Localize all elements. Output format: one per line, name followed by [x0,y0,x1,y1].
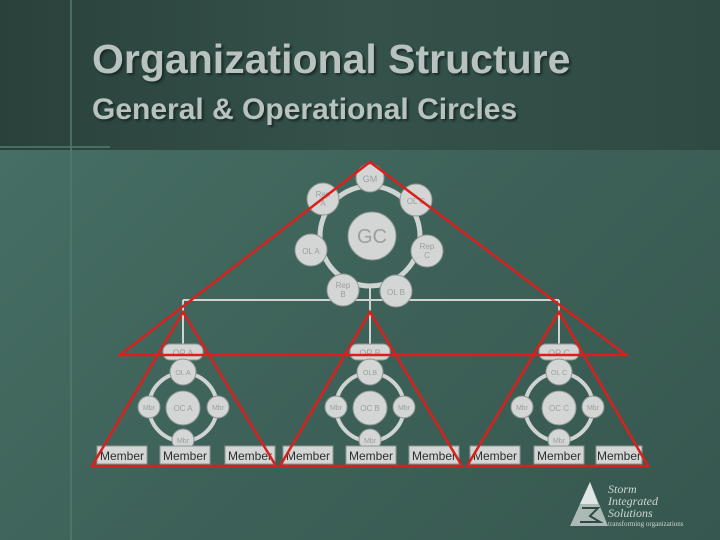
member-label: Member [286,449,330,463]
ol-a-node-label: OL A [175,370,191,377]
member-box [96,445,148,465]
op-b-header-label: OP B [359,348,380,358]
oc-a-node [165,390,201,426]
member-label: Member [412,449,456,463]
decorative-horizontal-line [0,146,110,148]
ol-a-top-node: OL A [294,233,328,267]
mbr-c-bottom-label: Mbr [553,438,566,445]
mbr-b-left-label: Mbr [330,405,343,412]
member-label: Member [163,449,207,463]
logo-line-1: Storm [608,482,637,496]
mbr-c-left-node [510,395,534,419]
operational-circle-c: OP C OL C Mbr OC C Mbr Mbr Member Member… [469,343,643,465]
ol-a-node [169,358,197,386]
mbr-a-left-node [137,395,161,419]
logo-tagline: transforming organizations [608,520,684,528]
ol-a-top-node-label: OL A [302,247,320,256]
rep-a-node-label-1: Rep [316,190,331,199]
mbr-a-bottom-label: Mbr [177,438,190,445]
logo-line-2: Integrated [608,494,658,508]
member-box [224,445,276,465]
op-b-triangle [277,309,465,468]
mbr-b-right-label: Mbr [398,405,411,412]
operational-circle-a: OP A OL A Mbr OC A Mbr Mbr Member Member… [96,343,276,465]
mbr-b-bottom-label: Mbr [364,438,377,445]
oc-b-node [352,390,388,426]
general-circle: GM Rep A OL C OL A GC Rep C Rep B [294,163,444,308]
op-c-triangle [464,309,651,468]
mbr-c-left-label: Mbr [516,405,529,412]
ol-b-node [356,358,384,386]
slide-subtitle: General & Operational Circles [92,93,518,126]
ol-c-node-label: OL C [551,370,567,377]
ol-b-top-node-label: OL B [387,288,405,297]
rep-b-node-shape [326,273,360,307]
member-box [469,445,521,465]
ol-c-top-node-label: OL C [407,197,426,206]
rep-c-node-label-2: C [424,251,430,260]
decorative-vertical-line [70,0,72,540]
storm-logo-icon [570,482,608,526]
member-box [159,445,211,465]
member-label: Member [597,449,641,463]
gc-node: GC [347,211,397,261]
mbr-a-right-label: Mbr [212,405,225,412]
ol-c-node [545,358,573,386]
mbr-a-left-label: Mbr [143,405,156,412]
member-label: Member [100,449,144,463]
member-label: Member [349,449,393,463]
rep-b-node-label-2: B [340,290,345,299]
member-box [345,445,397,465]
rep-a-node-label-2: A [320,199,326,208]
oc-c-node [541,390,577,426]
general-triangle [116,160,630,357]
slide-title: Organizational Structure [92,36,571,82]
mbr-b-right-node [392,395,416,419]
mbr-b-left-node [324,395,348,419]
member-label: Member [473,449,517,463]
member-box [408,445,460,465]
op-c-header-label: OP C [548,348,570,358]
logo-line-3: Solutions [608,506,653,520]
mbr-a-right-node [206,395,230,419]
oc-a-node-label: OC A [173,404,193,413]
triangle-overlays [89,160,651,468]
rep-b-node: Rep B [326,273,360,307]
rep-c-node-label-1: Rep [420,242,435,251]
rep-c-node-shape [410,234,444,268]
operational-circle-b: OP B OLB Mbr OC B Mbr Mbr Member Member … [282,343,460,465]
rep-b-node-label-1: Rep [336,281,351,290]
member-label: Member [228,449,272,463]
member-label: Member [537,449,581,463]
oc-b-node-label: OC B [360,404,380,413]
op-a-triangle [89,309,279,468]
rep-c-node: Rep C [410,234,444,268]
header-band [0,0,720,150]
op-a-header-label: OP A [173,348,194,358]
gm-node-label: GM [363,174,378,184]
oc-c-node-label: OC C [549,404,569,413]
ol-b-top-node-shape [379,274,413,308]
mbr-c-right-node [581,395,605,419]
ol-a-top-node-shape [294,233,328,267]
gc-node-shape [347,211,397,261]
ol-b-top-node: OL B [379,274,413,308]
gm-node: GM [355,163,385,193]
ol-b-node-label: OLB [363,370,377,377]
member-box [533,445,585,465]
gc-node-label: GC [357,226,387,248]
gm-node-shape [355,163,385,193]
member-box [282,445,334,465]
mbr-c-right-label: Mbr [587,405,600,412]
